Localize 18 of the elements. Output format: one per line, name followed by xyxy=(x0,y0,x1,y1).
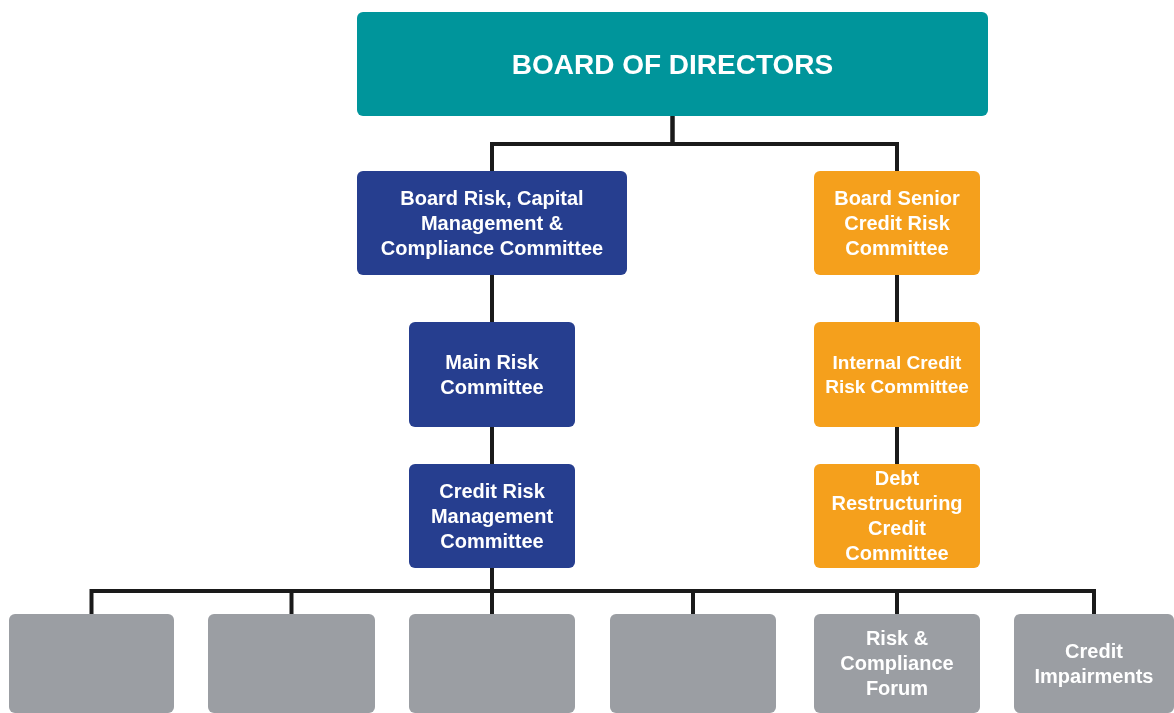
division-box xyxy=(208,614,375,713)
committee-box: Risk & Compliance Forum xyxy=(814,614,980,713)
committee-box: Credit Risk Management Committee xyxy=(409,464,575,568)
committee-box: Credit Impairments xyxy=(1014,614,1174,713)
connector-line xyxy=(895,275,899,322)
committee-box: Internal Credit Risk Committee xyxy=(814,322,980,427)
committee-box: BOARD OF DIRECTORS xyxy=(357,12,988,116)
connector-line xyxy=(490,427,494,464)
committee-box: Board Risk, Capital Management & Compliance Committee xyxy=(357,171,627,275)
connector-line xyxy=(895,427,899,464)
committee-box: Board Senior Credit Risk Committee xyxy=(814,171,980,275)
division-box xyxy=(610,614,776,713)
division-box xyxy=(9,614,174,713)
division-box xyxy=(409,614,575,713)
connector-line xyxy=(490,275,494,322)
connector-line xyxy=(670,116,899,171)
committee-box: Main Risk Committee xyxy=(409,322,575,427)
committee-box: Debt Restructuring Credit Committee xyxy=(814,464,980,568)
